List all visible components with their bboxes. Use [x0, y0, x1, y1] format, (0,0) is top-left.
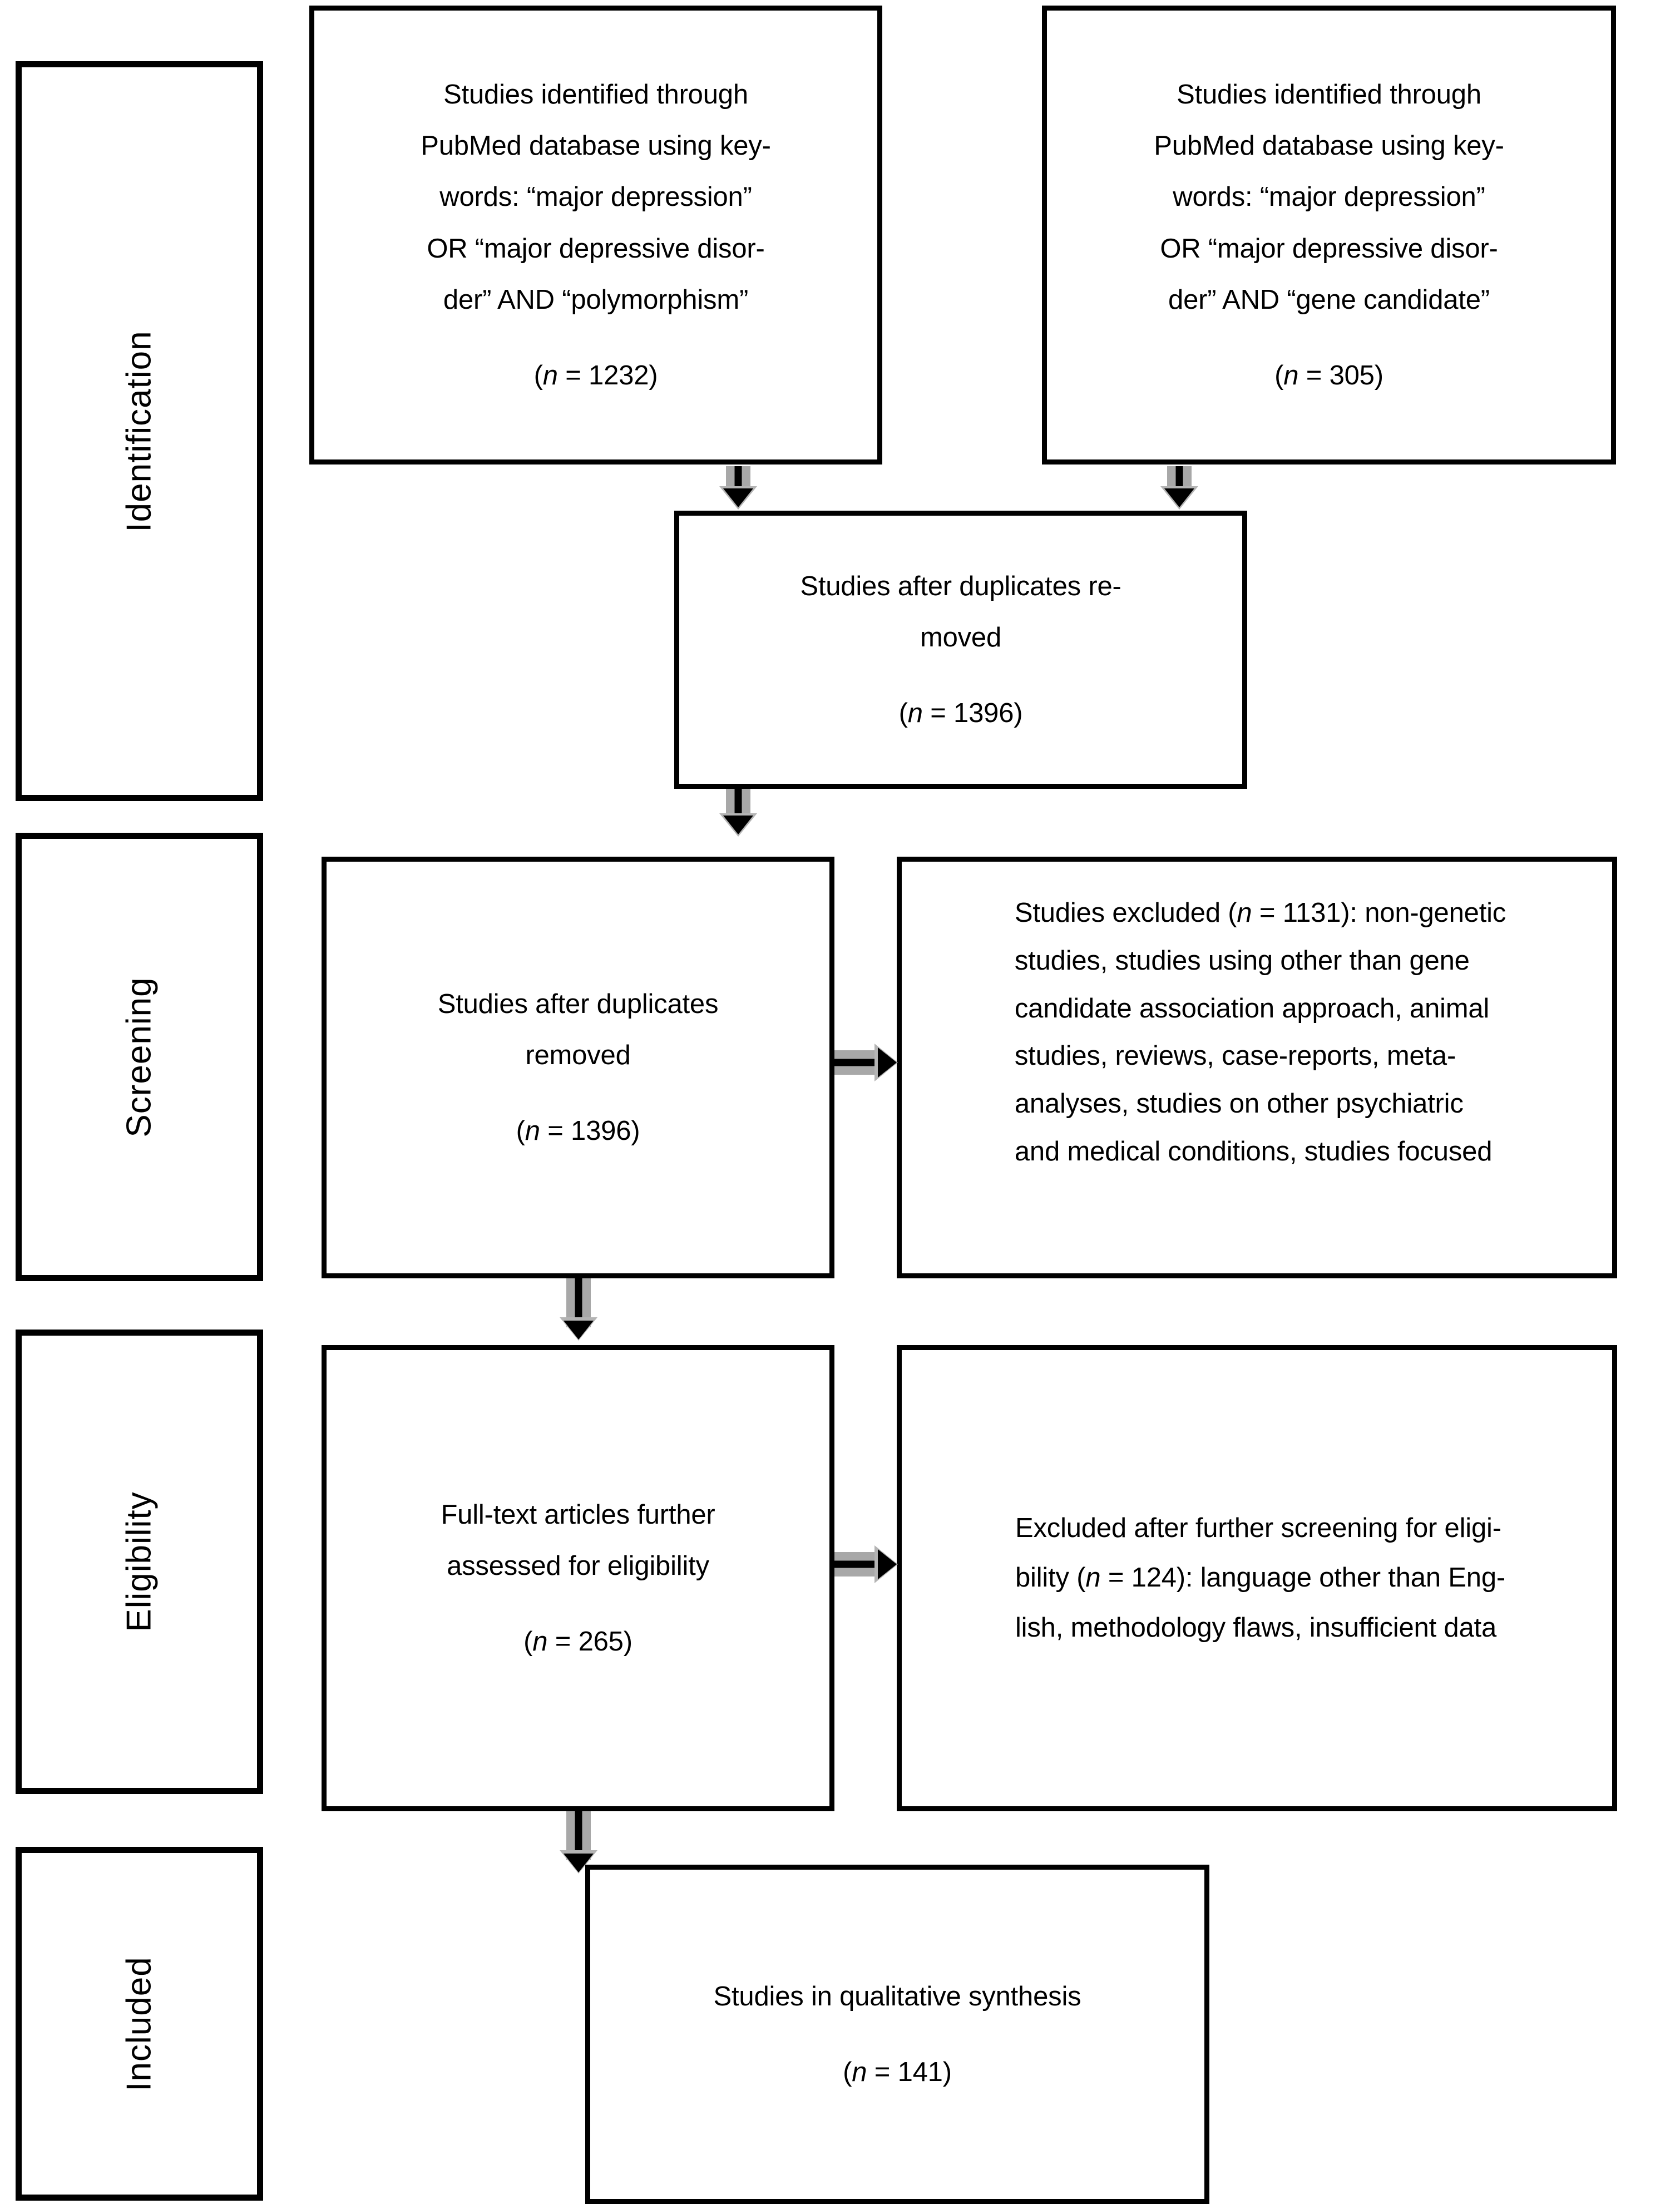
box-full-text-assessed: Full-text articles further assessed for …	[322, 1345, 834, 1811]
arrow-head-icon	[878, 1047, 897, 1078]
arrow-eligibility-to-excluded	[834, 1545, 900, 1583]
stage-box-screening: Screening	[16, 833, 263, 1281]
stage-box-identification: Identification	[16, 61, 263, 801]
box-duplicates-removed-screening-body: Studies after duplicates removed	[437, 989, 719, 1070]
box-source-gene-candidate-body: Studies identified through PubMed databa…	[1154, 80, 1504, 315]
box-source-gene-candidate: Studies identified through PubMed databa…	[1042, 6, 1616, 464]
arrow-duplicates-to-screening	[719, 789, 757, 837]
arrow-shaft-core	[834, 1059, 887, 1066]
box-duplicates-removed-top-body: Studies after duplicates re- moved	[800, 571, 1121, 653]
arrow-polymorphism-to-duplicates	[719, 466, 757, 510]
box-qualitative-synthesis-count: (n = 141)	[843, 2057, 952, 2087]
arrow-shaft-core	[834, 1560, 887, 1568]
arrow-gene-candidate-to-duplicates	[1160, 466, 1198, 510]
arrow-head-icon	[878, 1549, 897, 1579]
arrow-head-icon	[723, 816, 753, 834]
box-source-gene-candidate-count: (n = 305)	[1274, 360, 1383, 391]
stage-label-eligibility: Eligibility	[120, 1491, 159, 1632]
stage-label-included: Included	[120, 1956, 159, 2092]
box-duplicates-removed-top-count: (n = 1396)	[898, 698, 1023, 729]
box-screening-excluded-body: Studies excluded (n = 1131): non-genetic…	[1014, 898, 1506, 1167]
box-duplicates-removed-screening: Studies after duplicates removed (n = 13…	[322, 857, 834, 1278]
box-screening-excluded: Studies excluded (n = 1131): non-genetic…	[897, 857, 1617, 1278]
arrow-head-icon	[564, 1321, 594, 1340]
box-source-polymorphism: Studies identified through PubMed databa…	[309, 6, 882, 464]
box-full-text-assessed-body: Full-text articles further assessed for …	[441, 1499, 715, 1581]
box-source-polymorphism-count: (n = 1232)	[533, 360, 658, 391]
box-source-polymorphism-body: Studies identified through PubMed databa…	[421, 80, 771, 315]
arrow-screening-to-excluded	[834, 1044, 900, 1081]
box-full-text-assessed-count: (n = 265)	[523, 1627, 633, 1657]
stage-label-identification: Identification	[120, 330, 159, 532]
box-qualitative-synthesis: Studies in qualitative synthesis (n = 14…	[585, 1865, 1209, 2204]
stage-label-screening: Screening	[120, 976, 159, 1138]
box-duplicates-removed-top: Studies after duplicates re- moved (n = …	[674, 511, 1247, 789]
arrow-head-icon	[723, 488, 753, 507]
stage-box-eligibility: Eligibility	[16, 1330, 263, 1794]
box-eligibility-excluded-body: Excluded after further screening for eli…	[1015, 1513, 1505, 1643]
arrow-head-icon	[1164, 488, 1194, 507]
box-qualitative-synthesis-body: Studies in qualitative synthesis	[713, 1981, 1081, 2012]
stage-box-included: Included	[16, 1847, 263, 2201]
box-duplicates-removed-screening-count: (n = 1396)	[516, 1116, 640, 1146]
arrow-screening-to-eligibility	[560, 1278, 597, 1344]
box-eligibility-excluded: Excluded after further screening for eli…	[897, 1345, 1617, 1811]
